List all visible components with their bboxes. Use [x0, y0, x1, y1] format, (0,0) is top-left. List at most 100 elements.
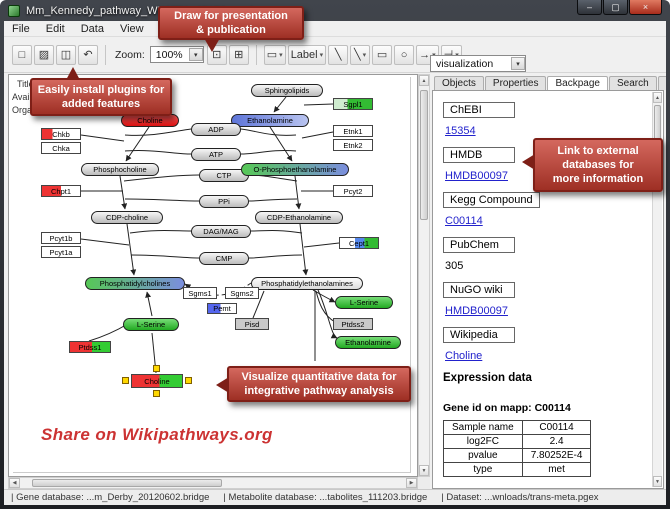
pathway-edge[interactable]	[299, 223, 309, 276]
pathway-node-ethanolamine[interactable]: Ethanolamine	[335, 336, 401, 349]
panel-scrollbar[interactable]	[652, 92, 662, 487]
visualization-combobox[interactable]: visualization	[430, 55, 526, 72]
pathway-edge[interactable]	[269, 126, 293, 162]
pathway-edge[interactable]	[124, 198, 200, 202]
pathway-edge[interactable]	[130, 254, 200, 259]
pathway-node-cept1[interactable]: Cept1	[339, 237, 379, 249]
datanode-tool[interactable]: ▭▾	[263, 44, 286, 65]
pathway-node-pcyt2[interactable]: Pcyt2	[333, 185, 373, 197]
scrollbar-track[interactable]	[20, 478, 406, 488]
tab-legend[interactable]: Legend	[657, 76, 666, 90]
tab-search[interactable]: Search	[608, 76, 657, 90]
pathway-edge[interactable]	[80, 238, 130, 246]
pathway-node-sgms1[interactable]: Sgms1	[183, 287, 217, 299]
new-button[interactable]: □	[12, 44, 32, 65]
tab-objects[interactable]: Objects	[434, 76, 484, 90]
selection-handle[interactable]	[122, 377, 129, 384]
scroll-up-icon[interactable]	[419, 75, 429, 86]
pathway-edge[interactable]	[129, 230, 192, 234]
label-tool[interactable]: Label▾	[287, 44, 327, 65]
pathway-edge[interactable]	[248, 254, 303, 259]
scrollbar-thumb[interactable]	[420, 90, 428, 220]
pathway-node-pisd[interactable]: Pisd	[235, 318, 269, 330]
pathway-edge[interactable]	[80, 134, 125, 142]
scroll-left-icon[interactable]	[9, 478, 20, 488]
pathway-edge[interactable]	[145, 291, 153, 317]
pathway-edge[interactable]	[301, 131, 334, 139]
pathway-node-phosphocholine[interactable]: Phosphocholine	[81, 163, 159, 176]
close-button[interactable]: ×	[629, 0, 662, 15]
scroll-up-icon[interactable]	[653, 92, 662, 103]
pathway-node-chka[interactable]: Chka	[41, 142, 81, 154]
pathway-node-l-serine[interactable]: L-Serine	[335, 296, 393, 309]
pathway-edge[interactable]	[248, 198, 298, 202]
save-button[interactable]: ◫	[56, 44, 76, 65]
pathway-node-sgpl1[interactable]: Sgpl1	[333, 98, 373, 110]
line-tool[interactable]: ╲	[328, 44, 349, 65]
pathway-node-pcyt1b[interactable]: Pcyt1b	[41, 232, 81, 244]
graphical-line-tool[interactable]: ╲▾	[350, 44, 371, 65]
chevron-down-icon[interactable]	[511, 57, 525, 70]
pathway-edge[interactable]	[303, 242, 340, 248]
pathway-node-choline[interactable]: Choline	[122, 365, 192, 397]
scroll-down-icon[interactable]	[653, 476, 662, 487]
pathway-edge[interactable]	[303, 103, 334, 106]
pathway-edge[interactable]	[317, 289, 338, 339]
pathway-node-etnk2[interactable]: Etnk2	[333, 139, 373, 151]
scrollbar-thumb[interactable]	[32, 479, 222, 487]
pathway-node-chkb[interactable]: Chkb	[41, 128, 81, 140]
pathway-node-etnk1[interactable]: Etnk1	[333, 125, 373, 137]
scroll-down-icon[interactable]	[419, 465, 429, 476]
canvas-vertical-scrollbar[interactable]	[418, 74, 430, 477]
pathway-node-pcyt1a[interactable]: Pcyt1a	[41, 246, 81, 258]
pathway-node-l-serine[interactable]: L-Serine	[123, 318, 179, 331]
rectangle-tool[interactable]: ▭	[372, 44, 393, 65]
pathway-node-atp[interactable]: ATP	[191, 148, 241, 161]
pathway-node-sphingolipids[interactable]: Sphingolipids	[251, 84, 323, 97]
pathway-edge[interactable]	[294, 175, 302, 210]
external-link[interactable]: HMDB00097	[445, 305, 508, 317]
pathway-edge[interactable]	[252, 290, 265, 319]
pathway-edge[interactable]	[125, 126, 150, 162]
open-button[interactable]: ▨	[34, 44, 54, 65]
pathway-node-ptdss2[interactable]: Ptdss2	[333, 318, 373, 330]
pathway-node-sgms2[interactable]: Sgms2	[225, 287, 259, 299]
scrollbar-track[interactable]	[419, 86, 429, 465]
undo-button[interactable]: ↶	[78, 44, 98, 65]
tab-properties[interactable]: Properties	[484, 76, 547, 90]
pathway-edge[interactable]	[240, 150, 297, 155]
selection-handle[interactable]	[153, 365, 160, 372]
pathway-node-cmp[interactable]: CMP	[199, 252, 249, 265]
pathway-node-o-phosphoethanolamine[interactable]: O-Phosphoethanolamine	[241, 163, 349, 176]
pathway-edge[interactable]	[119, 175, 128, 210]
minimize-button[interactable]: –	[577, 0, 602, 15]
pathway-edge[interactable]	[315, 290, 336, 323]
pathway-edge[interactable]	[250, 230, 303, 234]
selection-handle[interactable]	[153, 390, 160, 397]
pathway-node-phosphatidylethanolamines[interactable]: Phosphatidylethanolamines	[251, 277, 363, 290]
scroll-right-icon[interactable]	[406, 478, 417, 488]
oval-tool[interactable]: ○	[394, 44, 415, 65]
selection-handle[interactable]	[185, 377, 192, 384]
zoom-combobox[interactable]: 100%	[149, 46, 204, 63]
pathway-node-chpt1[interactable]: Chpt1	[41, 185, 81, 197]
menu-item-edit[interactable]: Edit	[45, 22, 65, 35]
maximize-button[interactable]: ▢	[603, 0, 628, 15]
pathway-node-ethanolamine[interactable]: Ethanolamine	[231, 114, 309, 127]
zoom-actual-button[interactable]: ⊞	[228, 44, 249, 65]
external-link[interactable]: 15354	[445, 125, 476, 137]
pathway-node-cdp-ethanolamine[interactable]: CDP-Ethanolamine	[255, 211, 343, 224]
external-link[interactable]: Choline	[445, 350, 483, 362]
pathway-node-ptdss1[interactable]: Ptdss1	[69, 341, 111, 353]
menu-item-data[interactable]: Data	[80, 22, 104, 35]
pathway-edge[interactable]	[123, 174, 200, 182]
canvas-horizontal-scrollbar[interactable]	[8, 477, 418, 489]
external-link[interactable]: HMDB00097	[445, 170, 508, 182]
pathway-node-ppi[interactable]: PPi	[199, 195, 249, 208]
pathway-edge[interactable]	[126, 223, 137, 276]
external-link[interactable]: C00114	[445, 215, 483, 227]
pathway-node-cdp-choline[interactable]: CDP-choline	[91, 211, 163, 224]
pathway-edge[interactable]	[124, 150, 192, 155]
pathway-edge[interactable]	[273, 96, 287, 113]
